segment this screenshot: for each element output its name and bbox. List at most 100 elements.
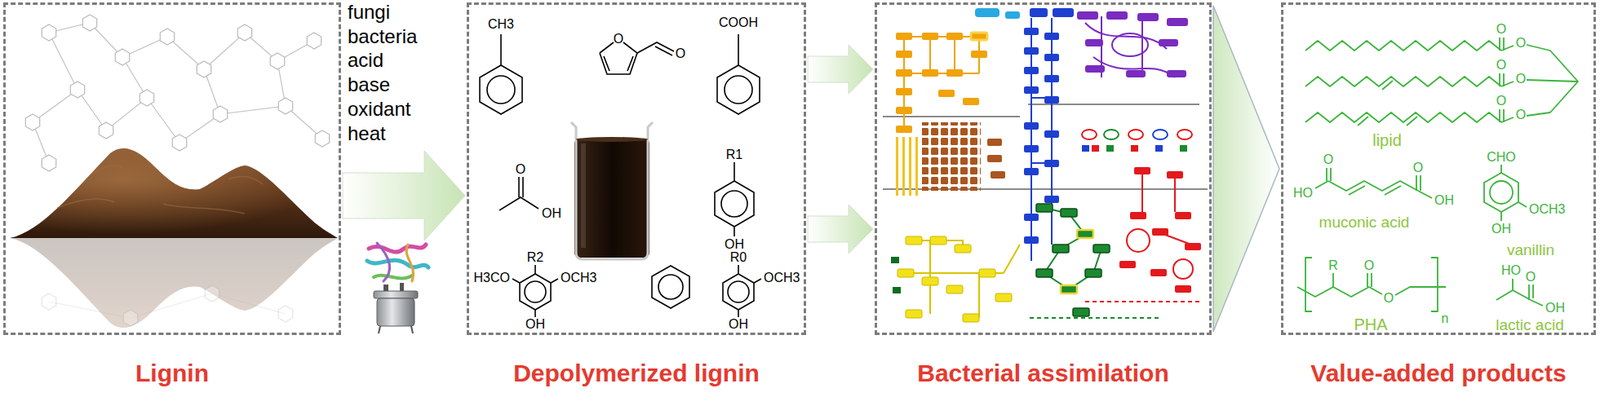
chemical-structures-part — [717, 65, 760, 115]
atom-label: OH — [525, 318, 546, 332]
metabolic-network-part-part — [905, 240, 1020, 319]
lignin-structure-part — [41, 155, 56, 172]
panel-caption: Lignin — [135, 359, 209, 388]
atom-label: O — [1496, 22, 1507, 36]
lignin-powder-part-part — [163, 203, 245, 214]
lignin-powder-part-part — [278, 305, 293, 323]
metabolic-network-part-part — [1106, 11, 1128, 20]
enzyme-ribbon-part — [368, 244, 426, 253]
lignin-structure-part — [278, 97, 293, 115]
lignin-powder-part-part — [41, 293, 56, 311]
metabolic-network-part-part — [1174, 212, 1192, 220]
atom-label: OH — [728, 318, 749, 332]
atom-label: OH — [1434, 194, 1454, 208]
metabolic-network-part-part — [938, 89, 955, 98]
metabolic-network-part-part — [1166, 17, 1188, 27]
metabolic-network-part-part — [1023, 236, 1039, 244]
atom-label: O — [613, 32, 624, 46]
metabolic-network-part-part — [1158, 39, 1179, 47]
atom-label: R1 — [726, 148, 743, 162]
lignin-structure-part — [159, 28, 174, 45]
metabolic-network-part-part — [1081, 129, 1097, 140]
atom-label: O — [1515, 36, 1526, 50]
metabolic-network-part-part — [1023, 47, 1039, 55]
metabolic-network-part-part — [1023, 145, 1039, 153]
metabolic-network-part-part — [1044, 130, 1060, 138]
metabolic-network-part-part — [895, 106, 913, 115]
beaker-part — [576, 137, 648, 142]
chemical-structures-part — [603, 56, 634, 71]
metabolic-network-part-part — [1119, 261, 1136, 269]
metabolic-network-part-part — [1085, 65, 1105, 73]
atom-label: O — [1515, 72, 1526, 86]
atom-label: O — [1364, 259, 1374, 273]
metabolic-network-part-part — [905, 236, 922, 245]
reactor-vessel-part — [411, 326, 413, 334]
metabolic-network-part-part — [990, 171, 1006, 179]
product-structures-part — [1382, 80, 1393, 90]
atom-label: O — [1496, 58, 1507, 72]
metabolic-network-part — [890, 257, 901, 294]
metabolic-network-part-part — [904, 36, 980, 131]
metabolic-network-part-part — [1023, 122, 1039, 130]
metabolic-network-part-part — [1152, 228, 1169, 236]
metabolic-network-part-part — [962, 314, 980, 323]
reactor-vessel-part — [378, 326, 381, 334]
reagent-label: bacteria — [347, 26, 417, 47]
chemical-structures — [479, 34, 762, 318]
chemical-structures-part — [512, 265, 559, 318]
lignin-structure-part — [115, 48, 129, 66]
compound-name: PHA — [1353, 316, 1388, 333]
atom-label: OH — [1491, 222, 1512, 236]
metabolic-network-part-part — [1029, 8, 1048, 18]
atom-label: CH3 — [487, 17, 515, 32]
atom-label: OH — [541, 207, 562, 221]
metabolic-network-part-part — [1093, 244, 1110, 253]
metabolic-network-part — [891, 137, 918, 196]
dashed-panel: Value-added products — [1280, 2, 1596, 336]
product-structures-part — [1315, 181, 1329, 189]
lignin-powder-part — [9, 238, 338, 328]
metabolic-network-part-part — [895, 125, 913, 133]
panel-caption: Bacterial assimilation — [917, 359, 1169, 388]
metabolic-network-part-part — [1128, 129, 1144, 140]
metabolic-network-part-part — [1077, 11, 1099, 20]
lignin-structure — [25, 14, 329, 172]
metabolic-network-part — [895, 32, 988, 133]
product-structures-part — [1297, 287, 1383, 297]
metabolic-network-part-part — [890, 257, 900, 264]
lignin-structure-part — [70, 81, 85, 98]
beaker-part — [571, 122, 653, 260]
metabolic-network-part — [921, 122, 981, 191]
compound-name: lactic acid — [1495, 317, 1564, 333]
metabolic-network-part-part — [1044, 195, 1060, 204]
metabolic-network-part-part — [1036, 269, 1053, 278]
product-structures-part — [1484, 172, 1519, 213]
metabolic-network-part-part — [1044, 159, 1060, 168]
metabolic-network-part-part — [979, 269, 996, 278]
metabolic-network-part-part — [946, 285, 963, 294]
enzyme-ribbon-part — [367, 260, 429, 268]
lignin-structure-part-part — [48, 32, 286, 143]
lignin-powder-part-part — [57, 199, 115, 209]
metabolic-network-part — [1085, 16, 1175, 78]
atom-label: O — [1413, 161, 1423, 175]
atom-label: OCH3 — [1529, 203, 1565, 217]
metabolic-network-part-part — [1023, 213, 1039, 222]
atom-label: O — [1515, 108, 1526, 122]
atom-label: OH — [724, 238, 745, 252]
metabolic-network-part-part — [987, 155, 1002, 163]
lignin-structure-part — [306, 32, 321, 49]
atom-label: R0 — [730, 251, 747, 265]
reagent-label: fungi — [347, 2, 391, 23]
metabolic-network-part-part — [1179, 145, 1188, 152]
metabolic-network-part — [1081, 145, 1188, 152]
metabolic-network-part-part — [1085, 16, 1175, 78]
lignin-structure-part — [196, 61, 211, 78]
chemical-structures-part — [651, 265, 690, 309]
block-arrow — [807, 44, 874, 94]
metabolic-network-part — [1077, 11, 1188, 78]
metabolic-network-part-part — [1023, 27, 1039, 36]
lignin-powder-part — [48, 293, 286, 319]
lignin-powder-part-part — [48, 293, 286, 319]
